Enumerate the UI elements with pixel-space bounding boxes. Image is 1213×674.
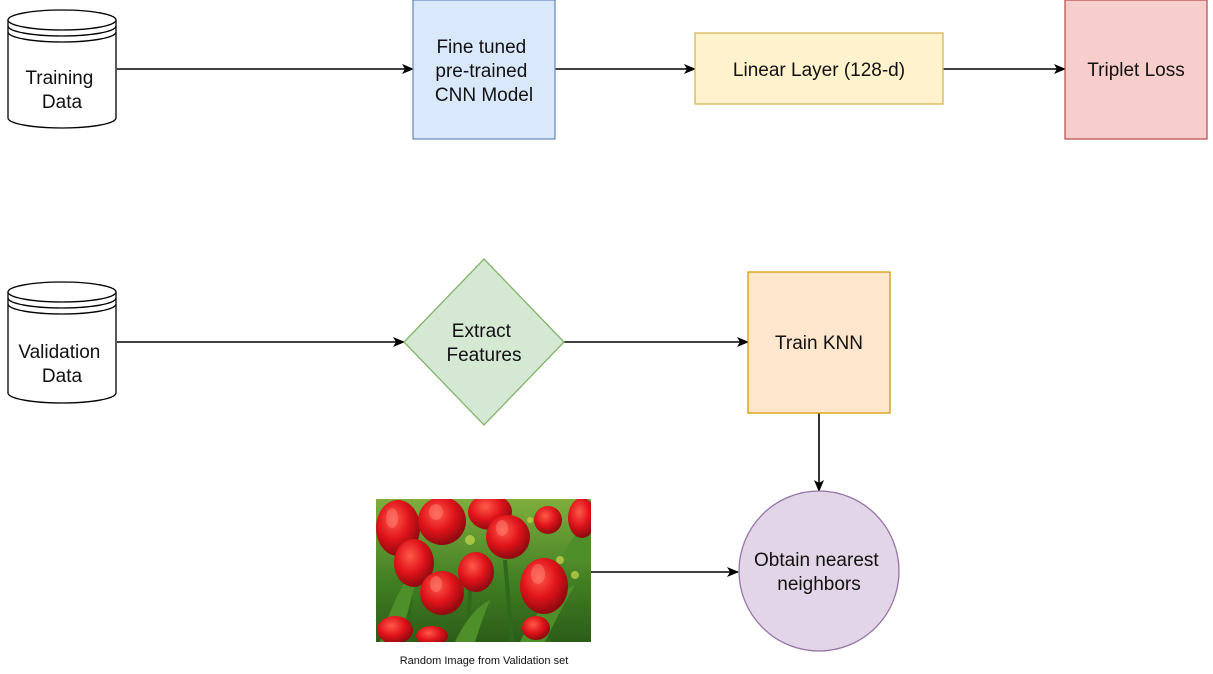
linear-layer-box (694, 32, 944, 105)
train-knn-label: Train KNN (775, 333, 863, 354)
nearest-neighbors-circle (738, 490, 900, 652)
train-knn-box (747, 271, 891, 414)
triplet-loss-label: Triplet Loss (1087, 60, 1185, 81)
triplet-loss-node: Triplet Loss (1064, 0, 1208, 140)
image-caption: Random Image from Validation set (400, 655, 569, 667)
train-knn-node: Train KNN (747, 271, 891, 414)
cnn-model-box (412, 0, 556, 140)
training-data-label: Training Data (25, 68, 98, 113)
nearest-neighbors-label: Obtain nearest neighbors (754, 550, 884, 595)
linear-layer-label: Linear Layer (128-d) (733, 60, 905, 81)
cnn-model-node: Fine tuned pre-trained CNN Model (412, 0, 556, 140)
extract-features-diamond (403, 258, 565, 426)
extract-features-node: Extract Features (403, 258, 565, 426)
triplet-loss-box (1064, 0, 1208, 140)
validation-sample-image (376, 499, 591, 642)
validation-data-node: Validation Data (7, 281, 117, 404)
extract-features-label: Extract Features (447, 321, 522, 366)
nearest-neighbors-node: Obtain nearest neighbors (738, 490, 900, 652)
edges (117, 64, 1066, 577)
linear-layer-node: Linear Layer (128-d) (694, 32, 944, 105)
cnn-model-label: Fine tuned pre-trained CNN Model (435, 37, 533, 106)
training-data-node: Training Data (7, 9, 117, 129)
validation-data-label: Validation Data (18, 342, 105, 387)
